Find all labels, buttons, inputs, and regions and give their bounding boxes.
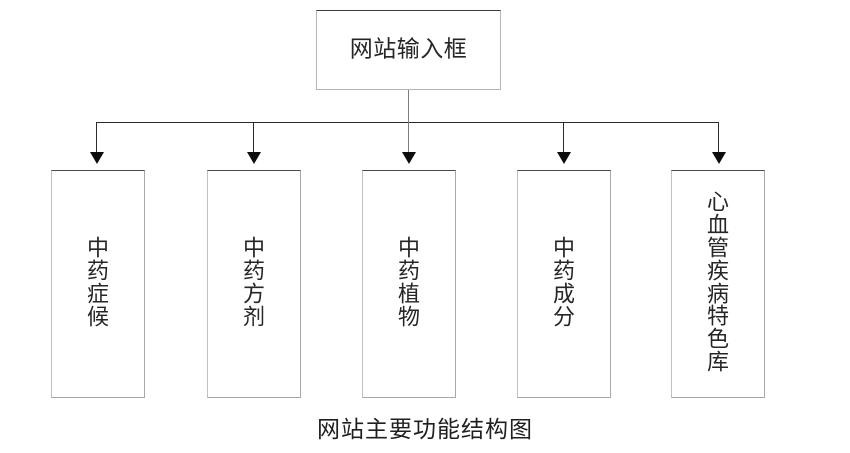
connector-branch-1 (96, 122, 97, 152)
node-root[interactable]: 网站输入框 (316, 10, 501, 90)
connector-branch-4 (563, 122, 564, 152)
arrow-branch-2 (247, 152, 261, 164)
node-child-5-label: 心血管疾病特色库 (706, 190, 729, 376)
node-child-1-label: 中药症候 (86, 236, 109, 330)
node-child-1[interactable]: 中药症候 (51, 170, 145, 398)
connector-branch-3 (408, 122, 409, 152)
node-child-5[interactable]: 心血管疾病特色库 (671, 170, 765, 398)
node-root-label: 网站输入框 (349, 36, 468, 63)
arrow-branch-5 (712, 152, 726, 164)
node-child-4-label: 中药成分 (552, 236, 575, 330)
arrow-branch-4 (557, 152, 571, 164)
node-child-3-label: 中药植物 (397, 236, 420, 330)
node-child-4[interactable]: 中药成分 (517, 170, 611, 398)
connector-bus (96, 122, 719, 123)
connector-root-stem (408, 90, 409, 123)
diagram-caption: 网站主要功能结构图 (317, 417, 533, 443)
node-child-3[interactable]: 中药植物 (362, 170, 456, 398)
node-child-2-label: 中药方剂 (242, 236, 265, 330)
arrow-branch-1 (90, 152, 104, 164)
node-child-2[interactable]: 中药方剂 (207, 170, 301, 398)
connector-branch-5 (718, 122, 719, 152)
arrow-branch-3 (402, 152, 416, 164)
connector-branch-2 (253, 122, 254, 152)
